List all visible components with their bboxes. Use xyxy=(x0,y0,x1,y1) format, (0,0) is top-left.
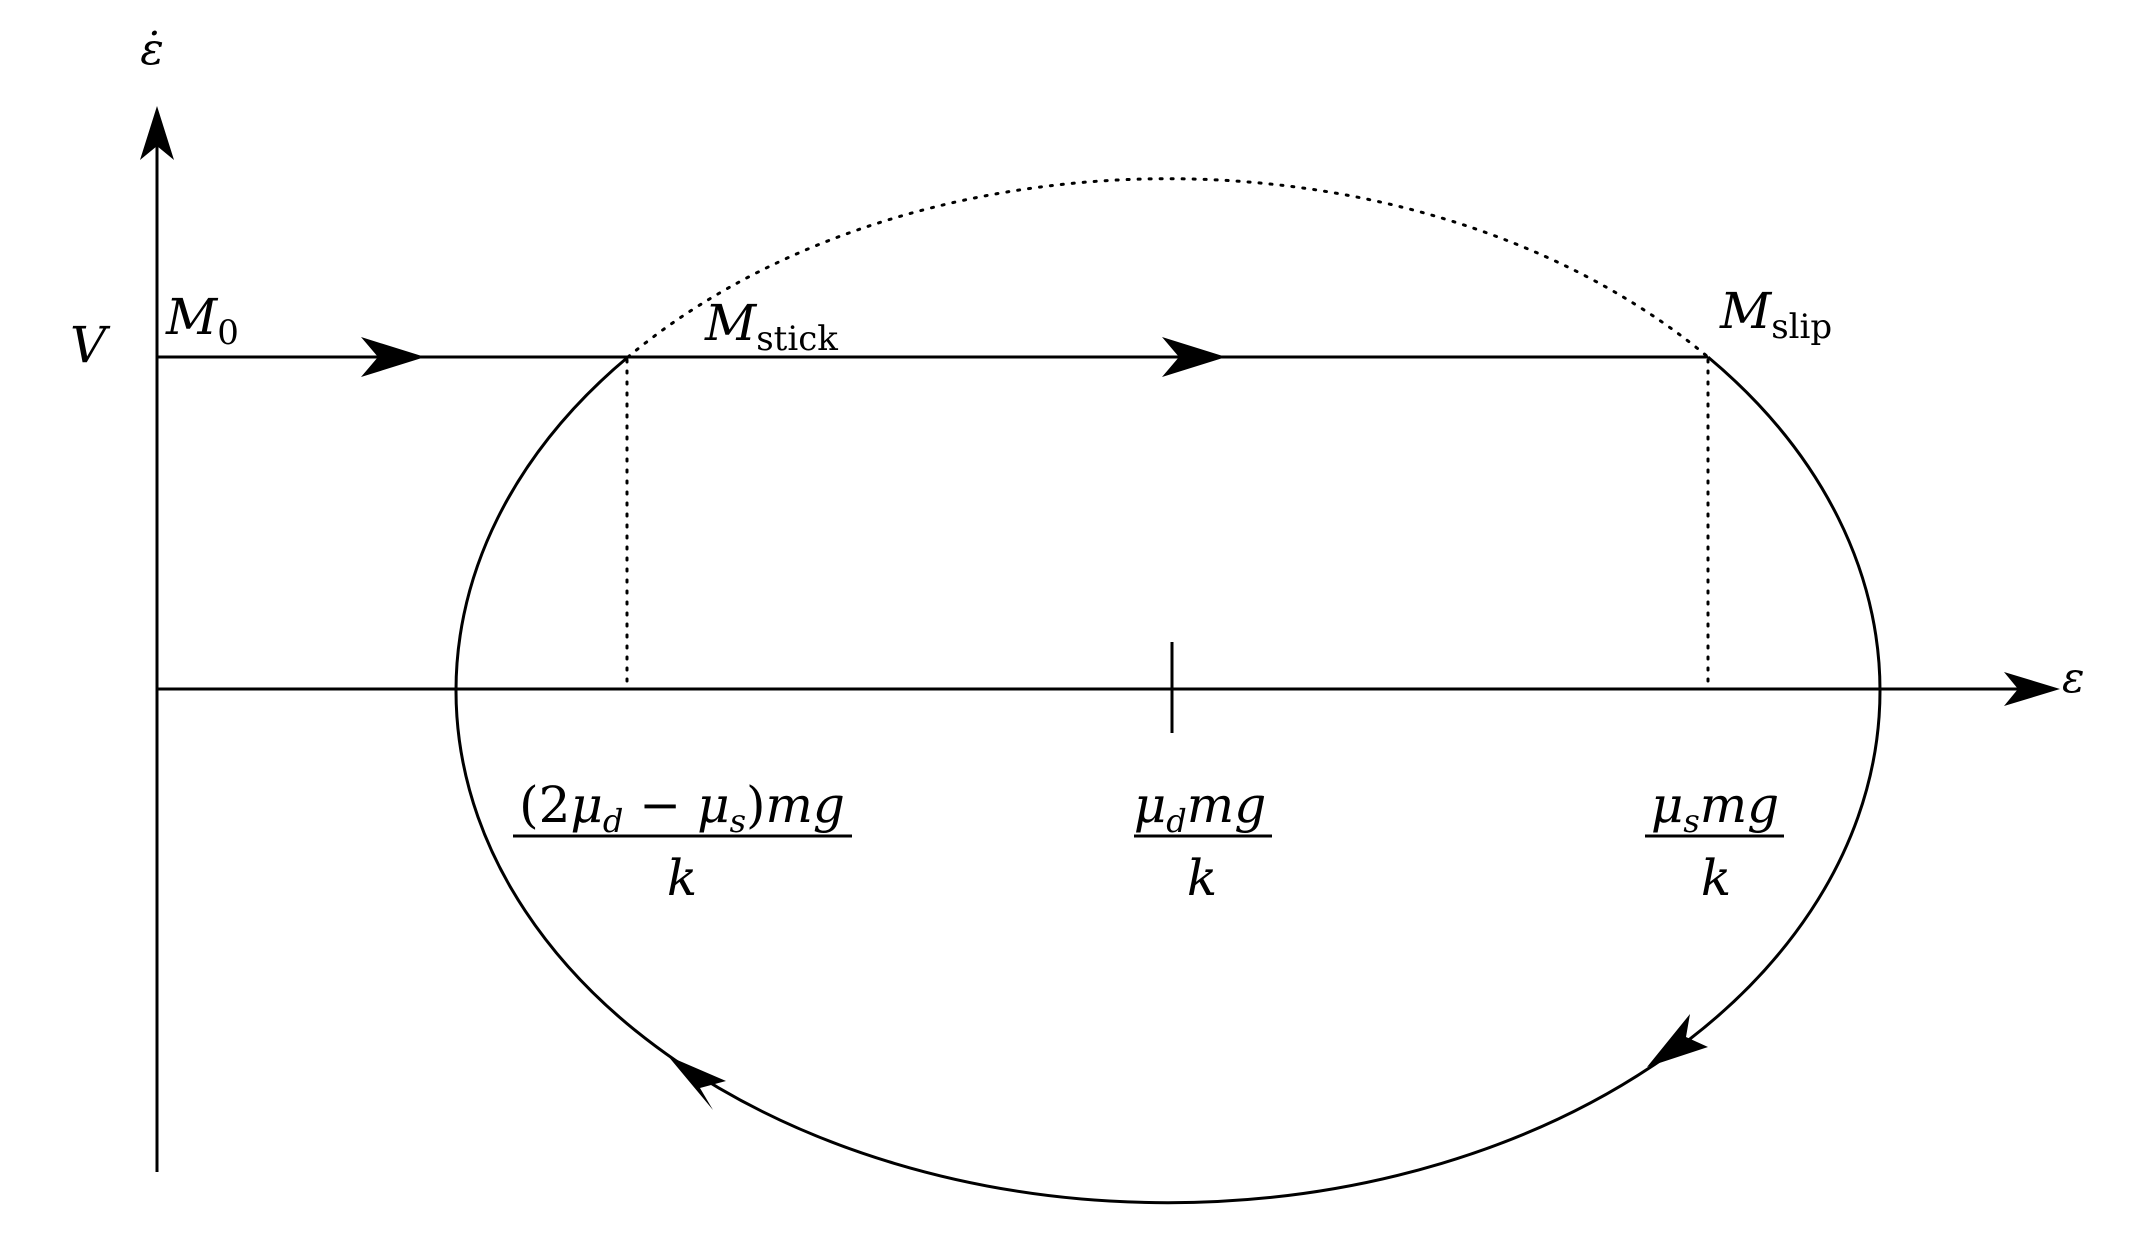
dotted-ellipse-arc xyxy=(626,177,1710,359)
m-slip-label: Mslip xyxy=(1719,282,1832,347)
m-stick-label: Mstick xyxy=(704,294,838,359)
v-label: V xyxy=(70,316,111,374)
x-axis-label: ε xyxy=(2062,653,2085,702)
x-axis-arrowhead xyxy=(2004,672,2060,706)
ellipse-trajectory xyxy=(454,355,1882,1205)
y-axis-label: ε̇ xyxy=(140,24,164,75)
tick-label-right: μsmg k xyxy=(1645,776,1784,907)
tick-label-mid: μdmg k xyxy=(1134,776,1272,907)
flow-arrow-4 xyxy=(668,1056,726,1110)
y-axis-arrowhead xyxy=(140,106,174,160)
m0-label: M0 xyxy=(165,288,239,353)
flow-arrow-3 xyxy=(1647,1014,1708,1067)
svg-text:(2μd − μs)mg: (2μd − μs)mg xyxy=(519,776,845,840)
flow-arrow-2 xyxy=(1162,337,1226,377)
svg-text:k: k xyxy=(1701,849,1731,907)
svg-text:k: k xyxy=(1187,849,1217,907)
tick-label-left: (2μd − μs)mg k xyxy=(513,776,852,907)
flow-arrow-1 xyxy=(361,337,425,377)
svg-text:μsmg: μsmg xyxy=(1651,776,1779,840)
svg-text:k: k xyxy=(667,849,697,907)
svg-text:μdmg: μdmg xyxy=(1134,776,1266,840)
